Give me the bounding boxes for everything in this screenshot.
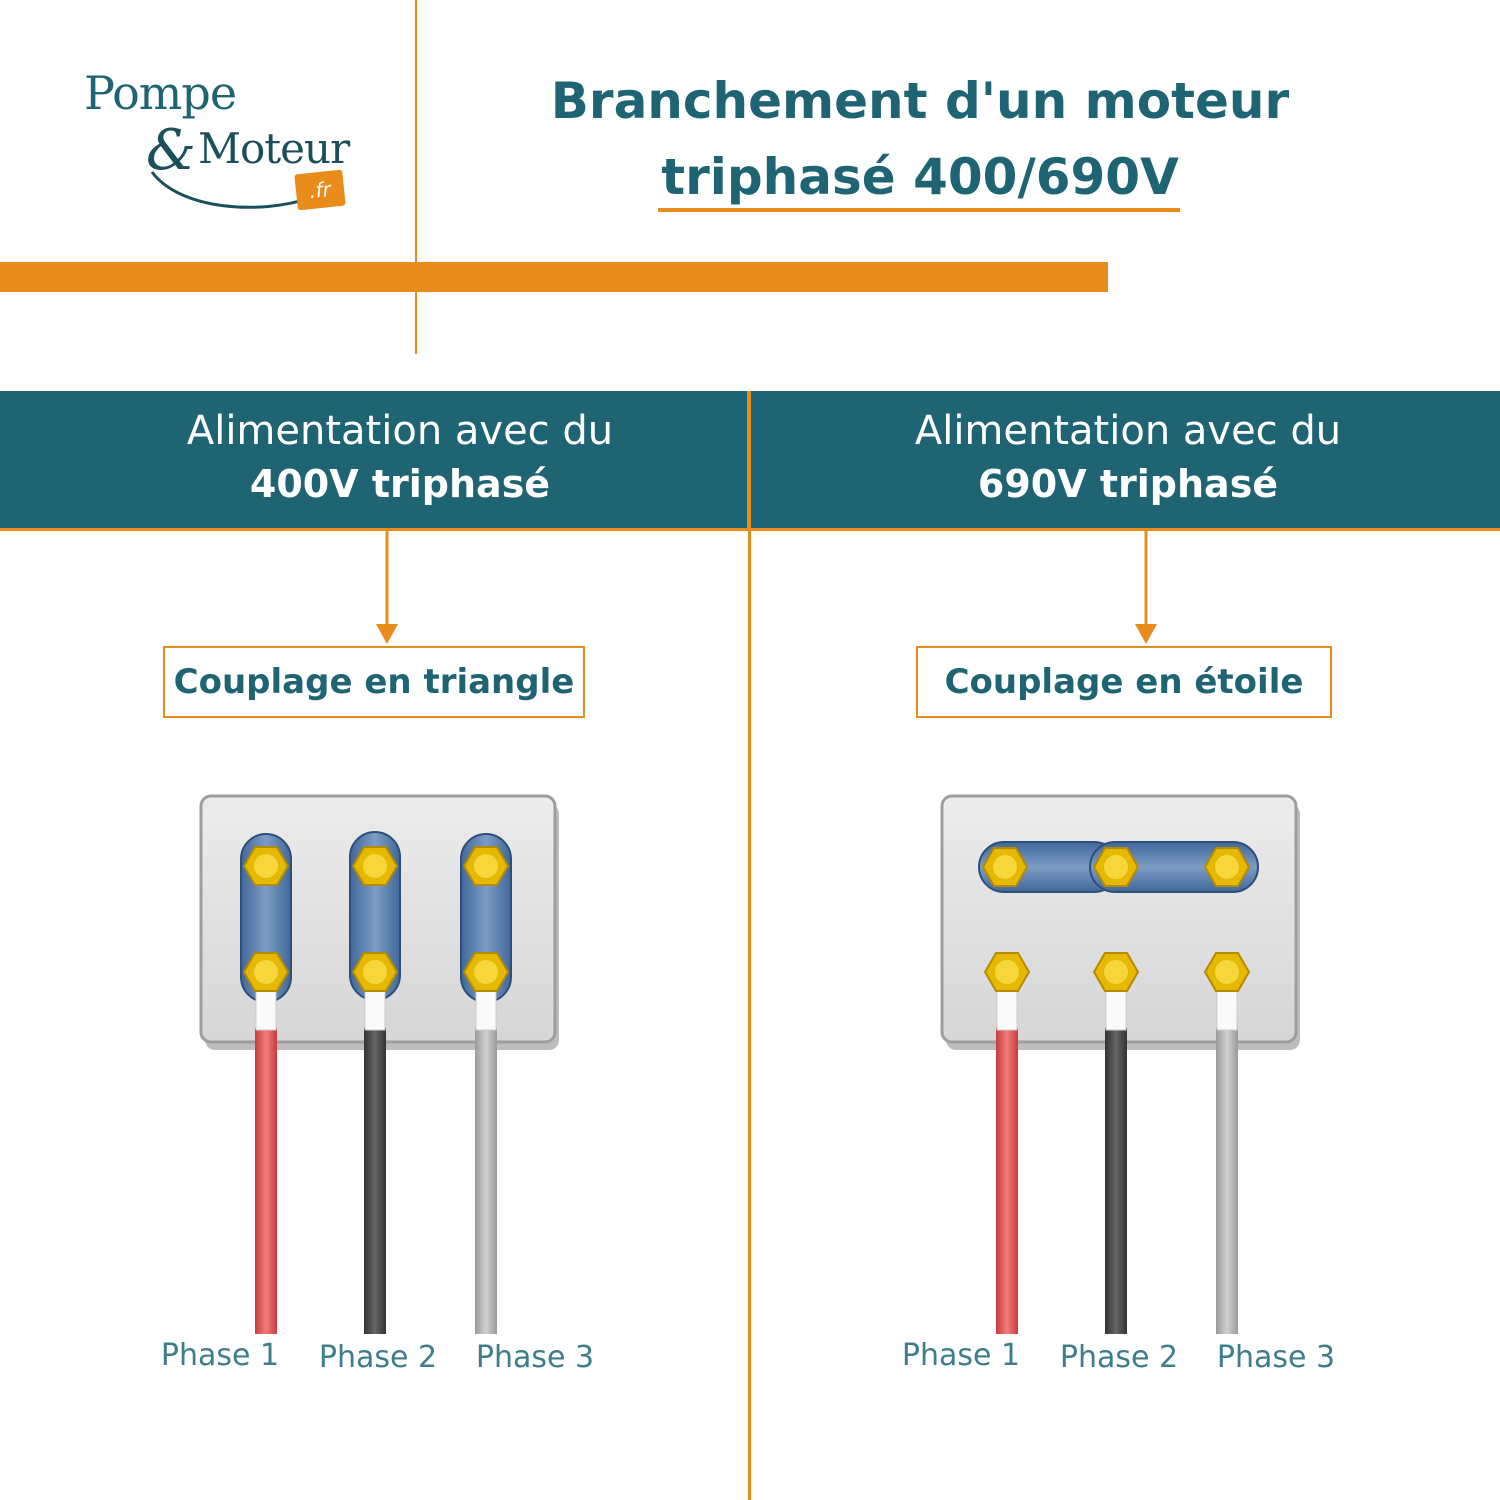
top-divider-line (415, 0, 417, 354)
logo-tld-tag: .fr (294, 169, 346, 211)
wire-sleeve-1 (996, 985, 1018, 1031)
wire-phase3 (475, 1028, 497, 1334)
left-phase-1-label: Phase 1 (160, 1338, 280, 1373)
bolt-icon (462, 846, 510, 886)
left-header-line1: Alimentation avec du (186, 408, 614, 454)
left-coupling-box: Couplage en triangle (163, 646, 585, 718)
orange-accent-bar (0, 262, 1108, 292)
left-header-line2: 400V triphasé (249, 462, 551, 506)
left-phase-3-label: Phase 3 (475, 1340, 595, 1375)
wire-phase2 (364, 1028, 386, 1334)
left-arrow-icon (376, 528, 398, 644)
wire-sleeve-2 (364, 985, 386, 1031)
star-terminal-diagram (940, 794, 1300, 1334)
wire-phase1 (255, 1028, 277, 1334)
wire-sleeve-1 (255, 985, 277, 1031)
logo-pompe: Pompe (84, 66, 237, 120)
right-phase-1-label: Phase 1 (901, 1338, 1021, 1373)
bolt-icon (1203, 847, 1251, 887)
page-title-line1: Branchement d'un moteur (550, 72, 1290, 130)
right-arrow-icon (1135, 528, 1157, 644)
bolt-icon (242, 846, 290, 886)
bolt-icon (1203, 952, 1251, 992)
band-separator (747, 391, 751, 528)
bolt-icon (1092, 847, 1140, 887)
right-header-line2: 690V triphasé (977, 462, 1279, 506)
page-title-line2: triphasé 400/690V (661, 148, 1179, 206)
right-phase-3-label: Phase 3 (1216, 1340, 1336, 1375)
right-phase-2-label: Phase 2 (1059, 1340, 1179, 1375)
title-underline (658, 208, 1180, 212)
wire-sleeve-2 (1105, 985, 1127, 1031)
center-divider-line (748, 528, 751, 1500)
bolt-icon (983, 952, 1031, 992)
wire-sleeve-3 (1216, 985, 1238, 1031)
wire-phase3 (1216, 1028, 1238, 1334)
right-coupling-box: Couplage en étoile (916, 646, 1332, 718)
logo-swoosh (150, 171, 311, 209)
logo-ampersand: & (146, 118, 196, 183)
bolt-icon (1092, 952, 1140, 992)
bolt-icon (242, 952, 290, 992)
bolt-icon (981, 847, 1029, 887)
wire-sleeve-3 (475, 985, 497, 1031)
wire-phase1 (996, 1028, 1018, 1334)
bolt-icon (462, 952, 510, 992)
right-header-line1: Alimentation avec du (914, 408, 1342, 454)
wire-phase2 (1105, 1028, 1127, 1334)
left-phase-2-label: Phase 2 (318, 1340, 438, 1375)
delta-terminal-diagram (199, 794, 559, 1334)
bolt-icon (351, 952, 399, 992)
bolt-icon (351, 846, 399, 886)
logo-moteur: Moteur (198, 124, 350, 173)
